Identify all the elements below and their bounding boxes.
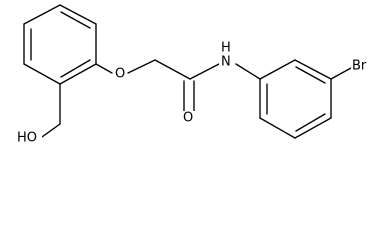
ether-oxygen-label: O	[115, 67, 125, 82]
hydroxyl-label-background	[16, 131, 42, 145]
right-ring-bond-2	[294, 59, 332, 80]
nitrogen-to-aryl-bond	[235, 63, 261, 80]
carbonyl-to-nitrogen-bond	[189, 63, 220, 80]
amide-nitrogen-label-background	[219, 55, 233, 69]
carbonyl-oxygen-label-background	[181, 111, 195, 125]
amide-nitrogen-label: N	[221, 55, 231, 70]
left-ring-bond-3	[59, 63, 97, 85]
right-ring-bond-4	[294, 117, 332, 139]
ether-oxygen-label-background	[113, 67, 127, 81]
chemical-structure-canvas: O N H O Br HO	[16, 4, 372, 146]
methylene-to-carbonyl-bond	[154, 59, 191, 80]
right-ring-bond-5	[259, 117, 296, 139]
left-ring-inner-double-1	[60, 11, 91, 29]
aryl-to-ether-oxygen-bond	[95, 63, 113, 74]
left-ring-inner-double-2	[60, 59, 91, 78]
bromine-label-background	[351, 59, 372, 73]
left-ring-bond-6	[23, 4, 61, 25]
hydroxyl-label: HO	[17, 131, 37, 146]
hydroxymethyl-to-oxygen-bond	[41, 123, 61, 138]
bromine-bond	[330, 67, 352, 80]
molecule-diagram: O N H O Br HO	[16, 4, 372, 146]
carbonyl-oxygen-label: O	[183, 111, 193, 126]
amide-hydrogen-label: H	[221, 41, 231, 56]
bromine-label: Br	[352, 59, 367, 74]
amide-hydrogen-label-background	[219, 41, 233, 55]
ether-oxygen-to-methylene-bond	[127, 59, 156, 74]
ether-acetamide-chain	[95, 59, 261, 112]
right-aromatic-ring	[259, 59, 332, 139]
left-ring-bond-4	[23, 63, 61, 85]
right-ring-inner-double-1	[295, 66, 326, 84]
right-ring-inner-double-2	[295, 113, 326, 132]
substituent-bonds	[41, 67, 352, 138]
left-aromatic-ring	[23, 4, 97, 85]
left-ring-bond-1	[59, 4, 97, 25]
right-ring-bond-1	[259, 59, 296, 80]
